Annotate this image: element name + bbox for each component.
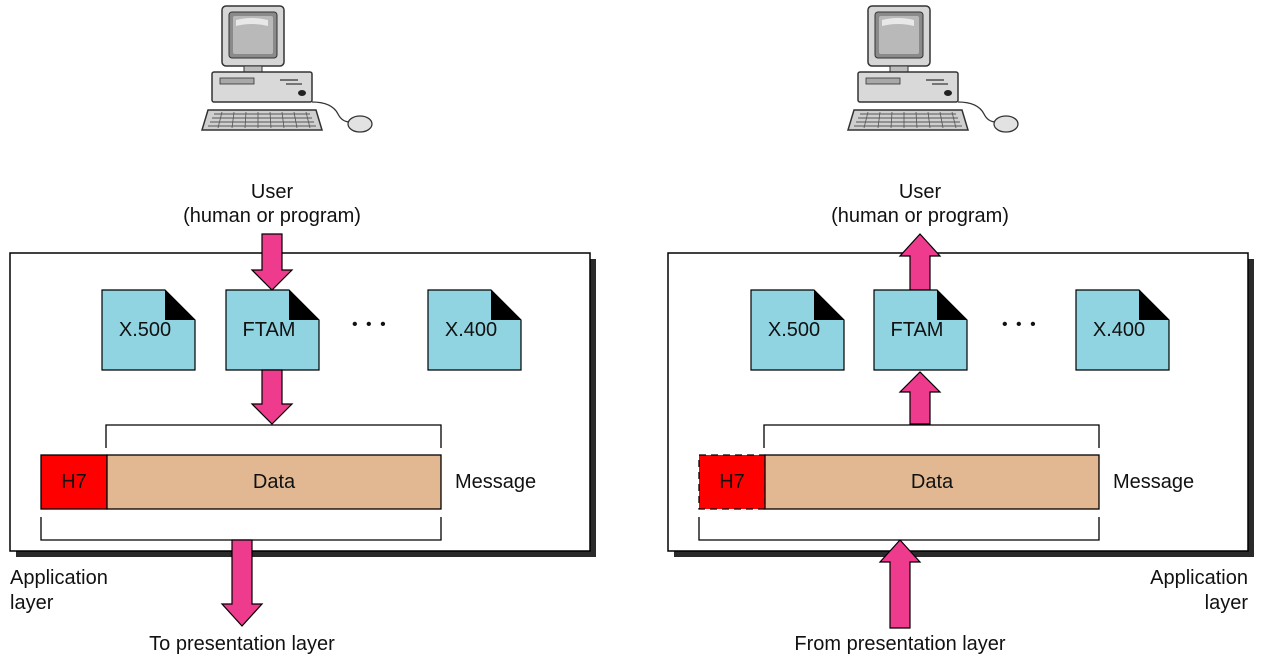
from-presentation-arrow (878, 539, 922, 629)
data-bracket (105, 424, 442, 448)
data-label: Data (910, 471, 954, 493)
doc-x500 (750, 289, 845, 371)
computer-icon (201, 5, 373, 133)
application-layer-line1: Application (1150, 567, 1248, 589)
computer-icon (847, 5, 1019, 133)
user-label: User (human or program) (170, 180, 374, 228)
application-layer-label: Application layer (1112, 566, 1248, 616)
data-box (764, 454, 1100, 510)
header-h7-box (40, 454, 108, 510)
to-presentation-arrow (220, 539, 264, 627)
user-label: User (human or program) (818, 180, 1022, 228)
ellipsis: • • • (352, 316, 388, 333)
doc-x500-label: X.500 (767, 319, 821, 341)
message-bracket (698, 517, 1100, 541)
doc-x400 (1075, 289, 1170, 371)
data-label: Data (252, 471, 296, 493)
application-layer-line2: layer (1204, 592, 1248, 614)
user-label-line1: User (250, 181, 294, 203)
application-layer-line2: layer (10, 592, 54, 614)
message-label: Message (455, 471, 537, 493)
ftam-up-arrow (898, 371, 942, 425)
doc-ftam-label: FTAM (242, 319, 296, 341)
message-label: Message (1113, 471, 1195, 493)
doc-x400-label: X.400 (444, 319, 498, 341)
user-down-arrow (250, 233, 294, 291)
header-h7-label: H7 (61, 471, 87, 493)
ellipsis: • • • (1002, 316, 1038, 333)
doc-ftam (225, 289, 320, 371)
doc-ftam (873, 289, 968, 371)
doc-ftam-label: FTAM (890, 319, 944, 341)
application-layer-label: Application layer (10, 566, 108, 616)
header-h7-label: H7 (719, 471, 745, 493)
user-label-line1: User (898, 181, 942, 203)
data-bracket (763, 424, 1100, 448)
from-presentation-label: From presentation layer (794, 633, 1006, 655)
doc-x500 (101, 289, 196, 371)
user-up-arrow (898, 233, 942, 291)
header-h7-box-removed (698, 454, 766, 510)
user-label-line2: (human or program) (183, 205, 361, 227)
to-presentation-label: To presentation layer (149, 633, 335, 655)
doc-x400 (427, 289, 522, 371)
data-box (106, 454, 442, 510)
doc-x500-label: X.500 (118, 319, 172, 341)
ftam-down-arrow (250, 369, 294, 425)
application-layer-line1: Application (10, 567, 108, 589)
user-label-line2: (human or program) (831, 205, 1009, 227)
doc-x400-label: X.400 (1092, 319, 1146, 341)
